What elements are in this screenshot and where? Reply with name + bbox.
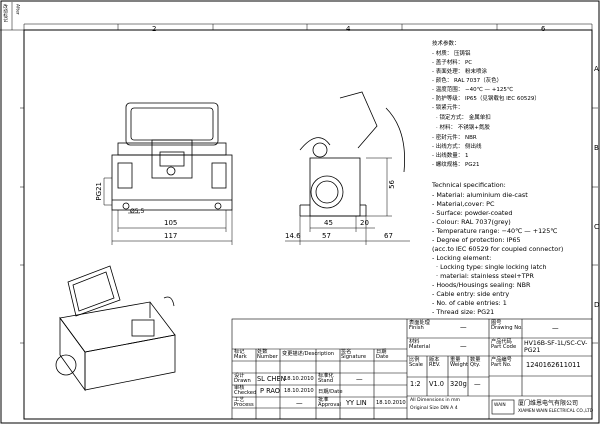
tb-rev-value: V1.0 — [429, 380, 444, 388]
side-view — [299, 91, 405, 217]
tb-material-value: — — [460, 342, 467, 350]
spec-en-line: - Material,cover: PC — [432, 200, 495, 208]
title-block — [231, 318, 593, 420]
tb-part-code-label: 产品代码 Part Code — [491, 339, 517, 351]
tb-header-date: 日期 Date — [376, 349, 389, 361]
spec-zh-line: - 锁紧元件： — [432, 105, 464, 111]
tb-scale-value: 1:2 — [410, 380, 421, 388]
tb-drawn-label: 设计 Drawn — [234, 373, 251, 385]
company-logo: WAIN — [494, 403, 506, 408]
spec-zh-line: - 表面处理： 粉末喷涂 — [432, 69, 487, 75]
dim-label: 57 — [322, 232, 331, 240]
dim-label: 117 — [164, 232, 178, 240]
tb-part-code-value: HV16B-SF-1L/SC-CV-PG21 — [524, 340, 588, 355]
spec-en-line: (acc.to IEC 60529 for coupled connector) — [432, 245, 564, 253]
spec-zh-line: - 螺纹规格： PG21 — [432, 162, 480, 168]
spec-en-line: · Locking type: single locking latch — [436, 263, 547, 271]
grid-col-label: 6 — [541, 25, 546, 33]
tb-weight-value: 320g — [450, 380, 467, 388]
dim-label: 105 — [164, 219, 178, 227]
spec-zh-line: - 温度范围： −40℃ — +125℃ — [432, 87, 514, 93]
spec-zh-line: - 防护等级： IP65（见钢载包 IEC 60529） — [432, 96, 540, 102]
spec-en-heading: Technical specification: — [432, 181, 506, 189]
tb-drawing-no-label: 图号 Drawing No. — [491, 320, 523, 332]
tb-process-label: 工艺 Process — [234, 397, 254, 409]
tb-checked-label: 审核 Checked — [234, 385, 257, 397]
tb-size-note: Original Size DIN A 4 — [410, 406, 458, 411]
tb-finish-label: 表面处理 Finish — [409, 320, 430, 332]
tb-approval-date: 18.10.2010 — [376, 400, 406, 406]
spec-zh-heading: 技术参数： — [432, 41, 460, 47]
tb-finish-value: — — [460, 323, 467, 331]
tb-header-description: 变更描述/Description — [282, 351, 335, 357]
tb-qty-label: 数量 Qty. — [470, 357, 481, 369]
company-name-zh: 厦门维恩电气有限公司 — [518, 400, 579, 407]
dim-label: 20 — [360, 219, 369, 227]
grid-row-label: A — [594, 65, 599, 73]
tb-header-signature: 签名 Signature — [341, 349, 367, 361]
spec-en-line: - Cable entry: side entry — [432, 290, 510, 298]
spec-en-line: - Locking element: — [432, 254, 492, 262]
tb-material-label: 材料 Material — [409, 339, 431, 351]
tb-checked-by: P RAO — [260, 387, 280, 395]
grid-row-label: D — [594, 301, 600, 309]
iso-view — [55, 265, 176, 392]
grid-row-label: B — [594, 144, 599, 152]
tb-header-mark: 标记 Mark — [234, 349, 247, 361]
spec-en-line: - Thread size: PG21 — [432, 308, 495, 316]
dim-label: Ø5.5 — [130, 208, 145, 215]
dim-label: 14.6 — [285, 232, 301, 240]
dim-label: 45 — [324, 219, 333, 227]
tb-approval-label: 批准 Approval — [318, 397, 342, 409]
spec-en-line: - Temperature range: −40℃ — +125℃ — [432, 227, 558, 235]
grid-col-label: 4 — [346, 25, 351, 33]
spec-zh-line: · 材料： 不锈钢+氮胶 — [436, 125, 490, 131]
spec-zh-line: · 锁定方式： 金属单扣 — [436, 115, 491, 121]
spec-en-line: - Degree of protection: IP65 — [432, 236, 521, 244]
tb-date-header: 日期/Date — [318, 389, 343, 395]
tb-qty-value: — — [474, 380, 481, 388]
spec-en-line: · material: stainless steel+TPR — [436, 272, 534, 280]
tb-drawing-no-value: — — [552, 324, 559, 332]
tb-weight-label: 重量 Weight — [450, 357, 469, 369]
tb-part-no-label: 产品编号 Part No. — [491, 357, 512, 369]
company-name-en: XIAMEN WAIN ELECTRICAL CO.,LTD — [518, 409, 594, 414]
spec-en-line: - Surface: powder-coated — [432, 209, 513, 217]
tb-rev-label: 版本 REV. — [429, 357, 441, 369]
tb-dim-note: All Dimensions in mm — [410, 398, 461, 403]
spec-en-line: - Hoods/Housings sealing: NBR — [432, 281, 531, 289]
spec-zh-line: - 材质： 压铸铝 — [432, 51, 471, 57]
spec-zh-line: - 出线方式： 侧出线 — [432, 144, 482, 150]
spec-en-line: - Material: aluminium die-cast — [432, 191, 528, 199]
spec-zh-line: - 颜色： RAL 7037（灰色） — [432, 78, 503, 84]
tb-process-value: — — [296, 399, 303, 407]
spec-zh-line: - 盖子材料： PC — [432, 60, 473, 66]
tb-part-no-value: 1240162611011 — [526, 361, 581, 369]
tb-checked-date: 18.10.2010 — [284, 388, 314, 394]
spec-en-line: - Colour: RAL 7037(grey) — [432, 218, 511, 226]
front-view — [111, 102, 233, 211]
tb-scale-label: 比例 Scale — [409, 357, 423, 369]
tb-drawn-date: 18.10.2010 — [284, 376, 314, 382]
grid-col-label: 2 — [152, 25, 157, 33]
grid-row-label: C — [594, 223, 599, 231]
spec-zh-line: - 出线数量： 1 — [432, 153, 469, 159]
spec-en-line: - No. of cable entries: 1 — [432, 299, 507, 307]
revision-mark-zh: 改动标记 — [2, 4, 8, 22]
tb-standard-value: — — [356, 375, 363, 383]
tb-header-count: 处数 Number — [257, 349, 278, 361]
dim-label: 56 — [388, 180, 396, 189]
revision-mark-en: Alter — [14, 4, 20, 15]
tb-approval-by: YY LIN — [346, 399, 367, 407]
tb-standard-label: 标准化 Stand — [318, 373, 334, 385]
tb-drawn-by: SL CHEN — [257, 375, 286, 383]
dim-label: PG21 — [95, 182, 103, 201]
spec-zh-line: - 密封元件： NBR — [432, 135, 477, 141]
dim-label: 67 — [384, 232, 393, 240]
